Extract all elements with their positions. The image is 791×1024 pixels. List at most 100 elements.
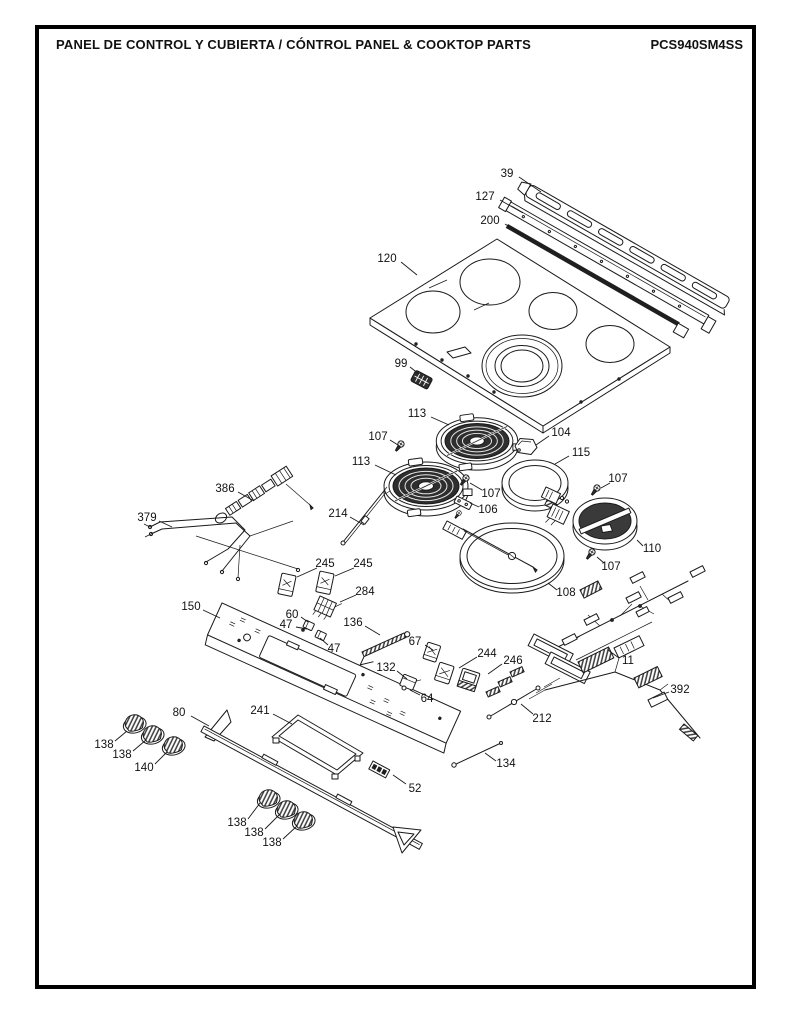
vent-trim-39 (517, 181, 730, 316)
part-label-214: 214 (328, 508, 348, 520)
part-label-99: 99 (395, 358, 408, 370)
part-label-132: 132 (376, 662, 395, 674)
part-label-244: 244 (477, 648, 497, 660)
leader-line-136 (364, 625, 381, 636)
leader-line-132 (396, 670, 408, 680)
part-label-106: 106 (478, 504, 497, 516)
leader-line-110 (636, 539, 644, 547)
leader-line-138 (264, 813, 281, 830)
switch-245-b (315, 570, 335, 595)
rod-134 (451, 741, 503, 768)
part-label-138: 138 (244, 827, 263, 839)
screw-107-c (588, 483, 602, 497)
element-110 (545, 497, 638, 551)
part-label-284: 284 (355, 586, 375, 598)
part-label-11: 11 (622, 655, 634, 667)
wire-harness-392 (485, 635, 701, 742)
part-label-64: 64 (421, 693, 434, 705)
switch-246 (456, 667, 481, 693)
radiant-element-113-upper (435, 412, 523, 472)
part-label-67: 67 (409, 636, 422, 648)
bracket-106 (452, 495, 473, 520)
leader-line-67 (424, 644, 434, 651)
leader-line-138 (282, 825, 298, 840)
part-label-113: 113 (408, 408, 426, 420)
part-label-110: 110 (643, 543, 661, 555)
leader-line-64 (409, 689, 421, 696)
part-label-245: 245 (315, 558, 334, 570)
part-label-107: 107 (608, 473, 627, 485)
component-284 (312, 595, 342, 620)
switch-244 (434, 661, 455, 685)
leader-line-11 (607, 649, 620, 659)
leader-line-241 (272, 713, 293, 725)
part-label-138: 138 (227, 817, 246, 829)
part-label-140: 140 (134, 762, 153, 774)
part-label-80: 80 (173, 707, 186, 719)
burner-ring-115 (501, 459, 570, 512)
leader-line-107 (469, 482, 483, 491)
leader-line-107 (389, 439, 399, 446)
part-label-47: 47 (328, 643, 341, 655)
leader-line-99 (409, 366, 420, 375)
part-labels-layer: 3912720012099113107113104115107107106110… (94, 168, 689, 849)
wire-harness-11 (527, 565, 706, 685)
leader-line-246 (487, 663, 503, 675)
part-label-39: 39 (501, 168, 514, 180)
support-rod-214 (340, 486, 391, 546)
leader-line-245 (296, 567, 318, 578)
leader-line-108 (547, 582, 558, 591)
leader-line-284 (339, 594, 357, 603)
screw-107-a (392, 439, 406, 453)
part-label-386: 386 (215, 483, 234, 495)
model-number: PCS940SM4SS (650, 37, 744, 52)
wire-assembly-379 (143, 516, 301, 582)
part-label-107: 107 (368, 431, 387, 443)
leader-line-107 (596, 556, 605, 564)
part-label-150: 150 (181, 601, 200, 613)
bracket-104 (514, 438, 538, 455)
leader-line-245 (334, 567, 355, 577)
ground-strap-136 (359, 631, 411, 666)
part-label-107: 107 (601, 561, 620, 573)
part-label-138: 138 (94, 739, 113, 751)
part-label-138: 138 (262, 837, 281, 849)
knob-140 (159, 733, 188, 758)
leader-line-379 (158, 520, 173, 528)
part-label-120: 120 (377, 253, 396, 265)
terminal-block-99 (410, 370, 433, 390)
screw-107-d (583, 547, 597, 561)
bottom-trim-80 (200, 709, 423, 854)
display-module-52 (368, 760, 391, 779)
part-label-108: 108 (556, 587, 575, 599)
leader-line-39 (518, 176, 542, 193)
screw-64 (401, 685, 407, 691)
trim-127 (498, 196, 717, 334)
part-label-212: 212 (532, 713, 551, 725)
leader-line-134 (484, 752, 497, 762)
leader-line-106 (469, 502, 480, 508)
wire-harness-386 (214, 465, 314, 524)
leader-line-386 (237, 491, 255, 502)
part-label-200: 200 (480, 215, 499, 227)
leader-line-200 (504, 223, 522, 235)
leader-line-47 (319, 637, 329, 646)
part-label-60: 60 (286, 609, 299, 621)
leader-line-127 (499, 199, 524, 214)
switch-67 (422, 641, 441, 663)
leader-line-107 (600, 482, 611, 489)
leader-line-244 (458, 656, 478, 669)
part-label-113: 113 (352, 456, 370, 468)
leader-line-150 (202, 609, 221, 619)
page-title: PANEL DE CONTROL Y CUBIERTA / CÓNTROL PA… (56, 37, 532, 52)
part-label-127: 127 (475, 191, 494, 203)
leader-line-113 (430, 416, 450, 426)
leader-line-212 (520, 703, 534, 715)
part-label-47: 47 (280, 619, 293, 631)
part-label-138: 138 (112, 749, 131, 761)
cooktop-glass-120 (369, 238, 671, 434)
part-label-246: 246 (503, 655, 522, 667)
leader-line-392 (652, 691, 670, 699)
leader-line-113 (374, 464, 397, 476)
